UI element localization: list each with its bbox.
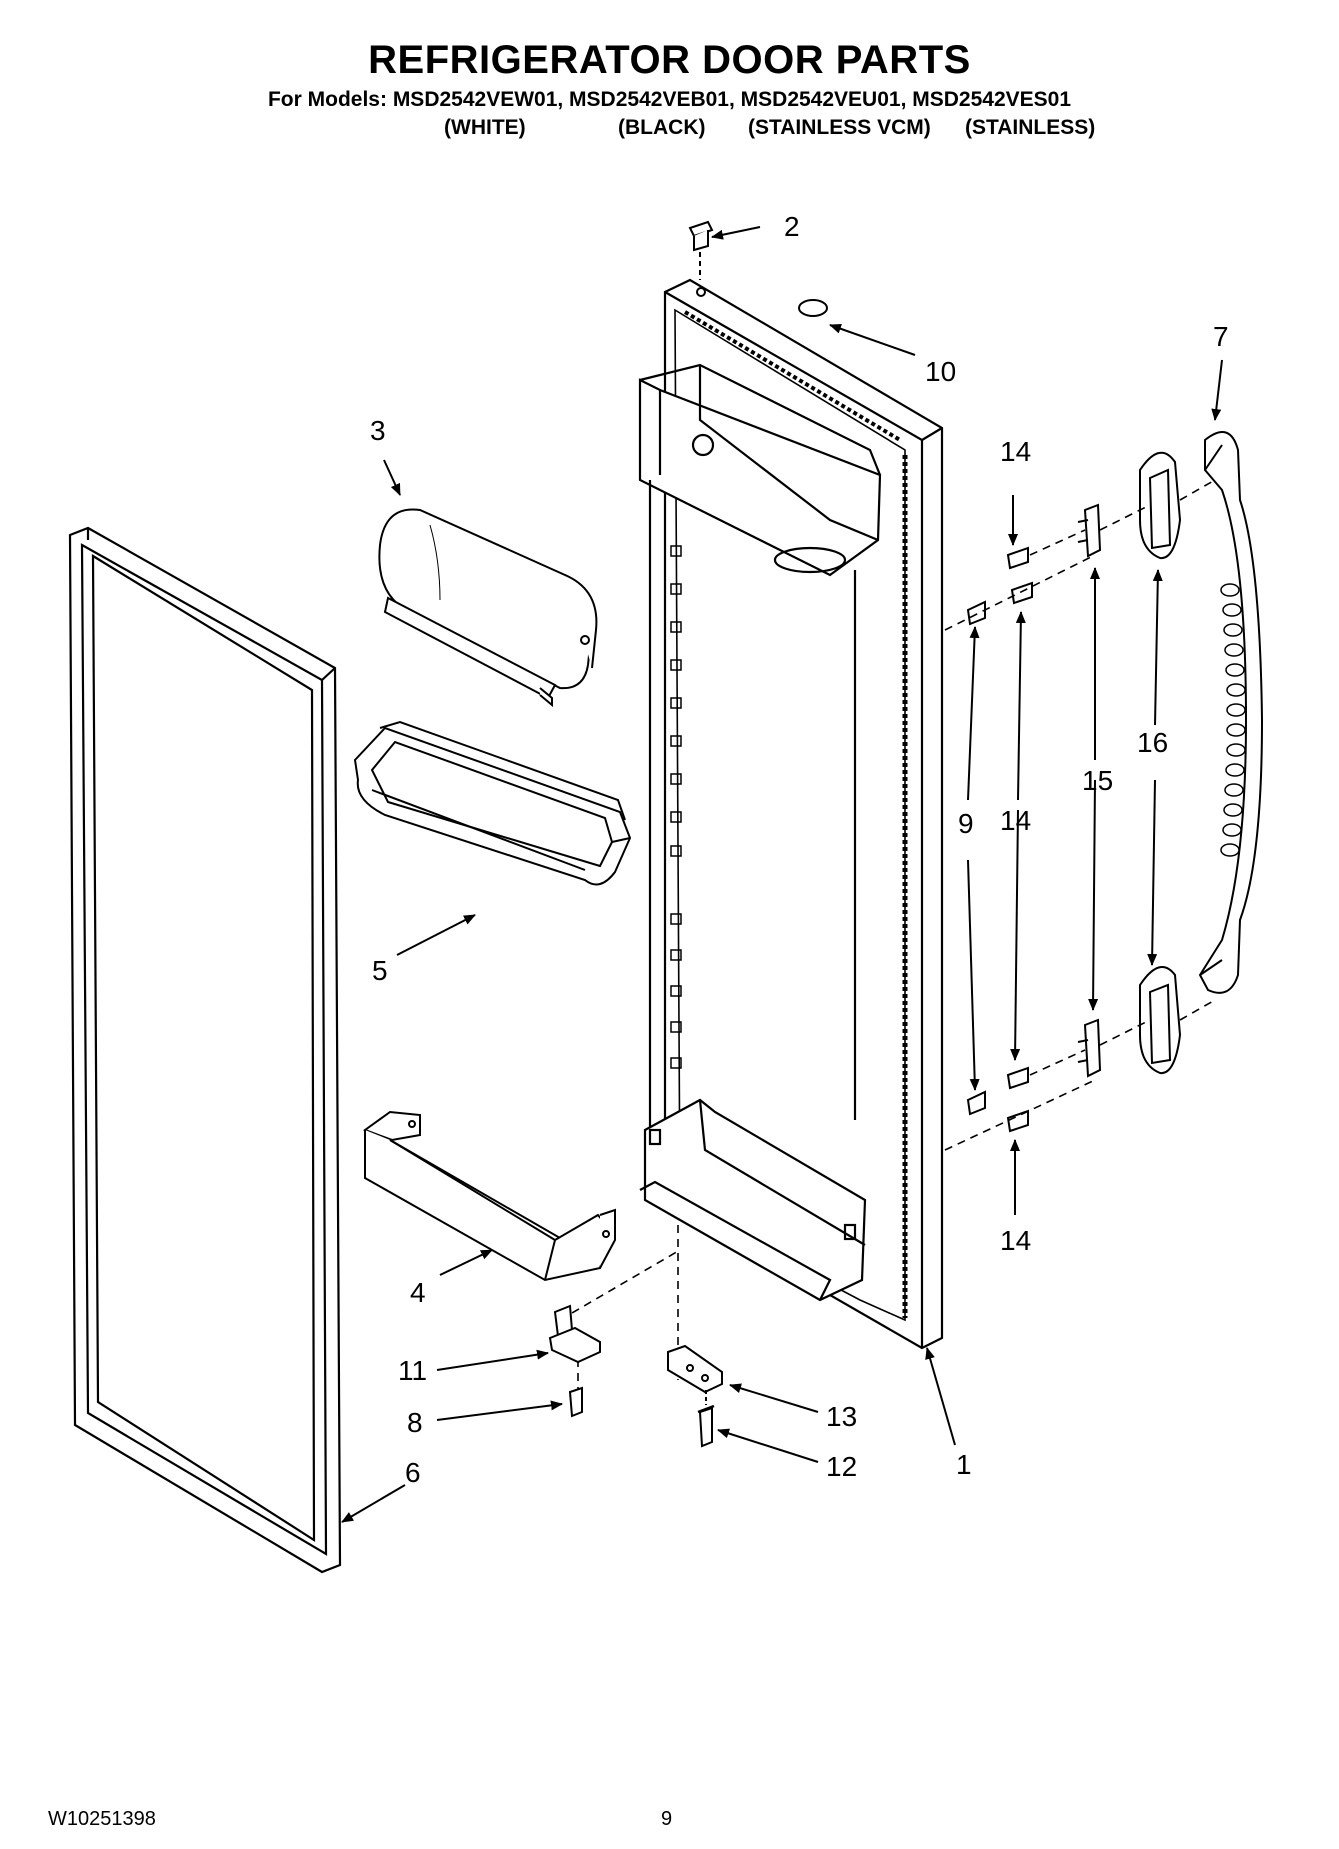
variant-black: (BLACK) xyxy=(618,116,706,139)
document-number: W10251398 xyxy=(48,1808,156,1830)
callout-10: 10 xyxy=(925,356,956,387)
callout-9: 9 xyxy=(958,808,974,839)
callout-3: 3 xyxy=(370,415,386,446)
callout-8: 8 xyxy=(407,1407,423,1438)
models-line: For Models: MSD2542VEW01, MSD2542VEB01, … xyxy=(267,88,1071,111)
alignment-lines xyxy=(559,479,1216,1390)
callout-14-top: 14 xyxy=(1000,436,1031,467)
hinge-bushing xyxy=(798,299,828,317)
callout-7: 7 xyxy=(1213,321,1229,352)
callout-15: 15 xyxy=(1082,765,1113,796)
refrigerator-door xyxy=(638,278,944,1350)
door-gasket xyxy=(68,526,342,1574)
page-number: 9 xyxy=(661,1808,673,1830)
callout-16: 16 xyxy=(1137,727,1168,758)
door-bin xyxy=(353,720,632,886)
callout-14-middle: 14 xyxy=(1000,805,1031,836)
callout-4: 4 xyxy=(410,1277,426,1308)
callout-12: 12 xyxy=(826,1451,857,1482)
callout-14-bottom: 14 xyxy=(1000,1225,1031,1256)
variant-stainless: (STAINLESS) xyxy=(965,116,1096,139)
top-hinge-pin xyxy=(688,220,714,297)
variant-white: (WHITE) xyxy=(444,116,526,139)
callout-6: 6 xyxy=(405,1457,421,1488)
leader-arrows xyxy=(341,226,1223,1523)
callout-1: 1 xyxy=(956,1449,972,1480)
callout-5: 5 xyxy=(372,955,388,986)
dairy-door xyxy=(378,508,598,708)
handle-hardware xyxy=(966,431,1264,1133)
callout-2: 2 xyxy=(784,211,800,242)
variant-stainless-vcm: (STAINLESS VCM) xyxy=(748,116,931,139)
callout-13: 13 xyxy=(826,1401,857,1432)
lower-hinge-assembly xyxy=(548,1304,723,1448)
callout-11: 11 xyxy=(398,1355,427,1386)
lower-door-bin xyxy=(362,1110,616,1282)
page-title: REFRIGERATOR DOOR PARTS xyxy=(368,38,971,82)
